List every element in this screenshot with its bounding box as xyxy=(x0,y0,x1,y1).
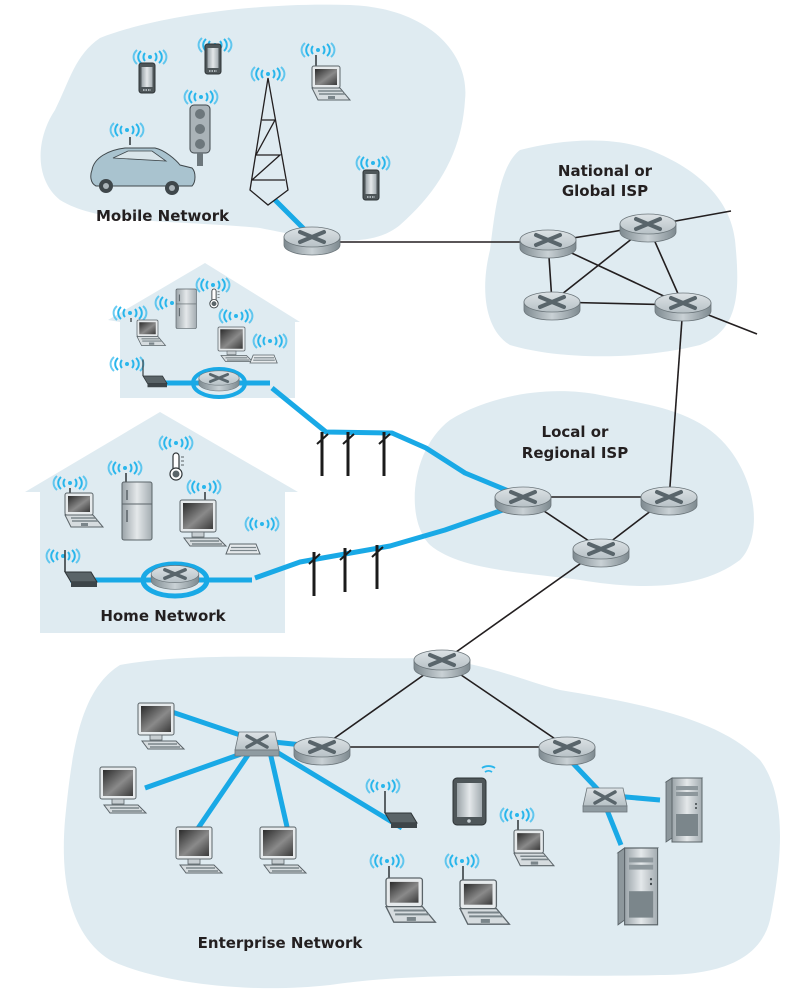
national-isp-label-line2: Global ISP xyxy=(562,182,648,200)
utility-poles-lower xyxy=(307,543,385,598)
enterprise-router-left xyxy=(292,735,352,767)
home-small-router xyxy=(191,367,247,399)
national-isp-router-3 xyxy=(522,290,582,322)
national-isp-router-1 xyxy=(518,228,578,260)
enterprise-laptop-1 xyxy=(369,853,437,924)
regional-isp-label-line2: Regional ISP xyxy=(522,444,628,462)
national-isp-router-2 xyxy=(618,212,678,244)
home-large-router xyxy=(140,561,210,599)
enterprise-server-2 xyxy=(617,847,659,926)
enterprise-server-1 xyxy=(665,777,703,843)
regional-isp-router-1 xyxy=(493,485,553,517)
enterprise-switch-left xyxy=(233,730,281,758)
home-small-devices xyxy=(109,277,288,388)
enterprise-network-label: Enterprise Network xyxy=(198,934,364,952)
mobile-gateway-router xyxy=(282,225,342,257)
enterprise-router-top xyxy=(412,648,472,680)
laptop-mobile xyxy=(300,42,351,101)
regional-isp-region xyxy=(414,391,754,586)
mobile-network-region xyxy=(40,4,466,241)
home-network-large-region xyxy=(25,412,298,633)
enterprise-tablet-icon xyxy=(452,765,496,826)
utility-poles-upper xyxy=(315,430,392,478)
traffic-light-icon xyxy=(183,89,219,166)
enterprise-laptop-3 xyxy=(499,807,555,867)
regional-isp-label-line1: Local or xyxy=(542,423,610,441)
enterprise-router-right xyxy=(537,735,597,767)
access-links xyxy=(70,198,661,846)
home-network-label: Home Network xyxy=(100,607,226,625)
car-icon xyxy=(90,122,196,195)
national-isp-label-line1: National or xyxy=(558,162,653,180)
regional-isp-router-2 xyxy=(639,485,699,517)
enterprise-laptop-2 xyxy=(444,853,511,926)
cell-tower-icon xyxy=(249,66,289,206)
home-network-small-region xyxy=(108,263,300,398)
mobile-network-label: Mobile Network xyxy=(96,207,230,225)
enterprise-switch-right xyxy=(581,786,629,814)
regional-isp-router-3 xyxy=(571,537,631,569)
national-isp-router-4 xyxy=(653,291,713,323)
home-large-devices xyxy=(45,435,280,588)
